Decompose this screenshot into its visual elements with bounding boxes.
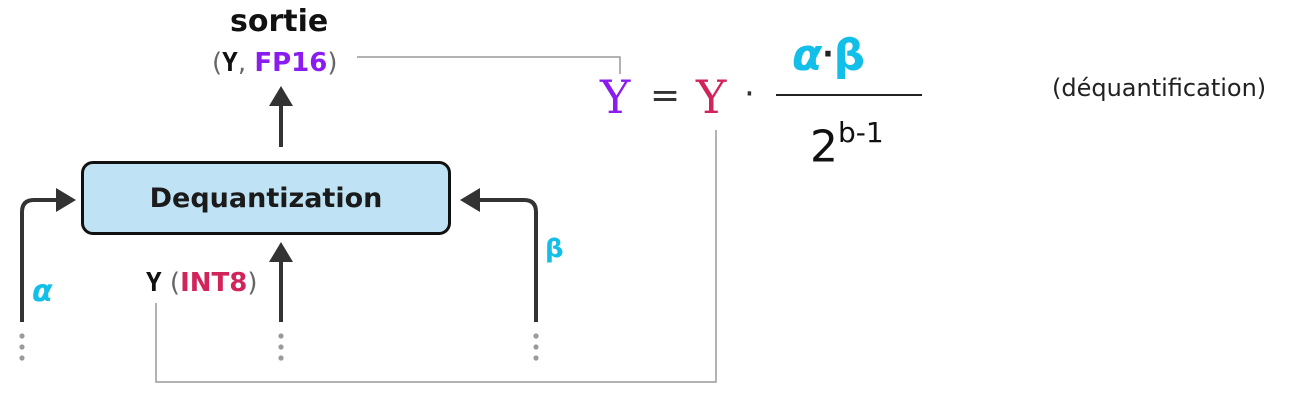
dequantization-block: Dequantization	[81, 161, 451, 235]
formula-rhs-variable: Y	[696, 70, 727, 124]
value-arrowhead	[269, 242, 293, 262]
formula-equals: =	[650, 75, 681, 116]
formula-denominator: 2b-1	[810, 116, 884, 173]
output-separator: ,	[237, 48, 255, 78]
input-type: INT8	[180, 268, 248, 298]
formula-numerator: α·β	[792, 30, 865, 81]
formula-multiply-dot: ·	[744, 74, 755, 114]
denominator-base: 2	[810, 121, 838, 173]
output-to-formula-connector	[357, 56, 621, 74]
input-variable: Y	[146, 268, 162, 298]
input-open-paren: (	[161, 268, 181, 298]
beta-label: β	[545, 234, 564, 264]
output-close-paren: )	[327, 48, 338, 78]
numerator-beta: β	[833, 30, 866, 81]
output-type-label: (Y, FP16)	[212, 48, 338, 78]
output-variable: Y	[222, 48, 238, 78]
output-type: FP16	[254, 48, 328, 78]
input-close-paren: )	[247, 268, 258, 298]
beta-dots	[533, 333, 539, 361]
input-type-label: Y (INT8)	[146, 268, 258, 298]
alpha-arrowhead	[56, 188, 76, 212]
alpha-dots	[19, 333, 25, 361]
denominator-exponent: b-1	[838, 116, 884, 149]
numerator-alpha: α	[792, 30, 823, 81]
output-open-paren: (	[212, 48, 223, 78]
value-dots	[278, 333, 284, 361]
numerator-dot: ·	[822, 37, 834, 72]
input-to-formula-connector	[155, 130, 717, 383]
alpha-label: α	[32, 274, 53, 309]
beta-arrowhead	[460, 188, 480, 212]
dequantization-label: Dequantization	[149, 182, 383, 214]
beta-arrow	[476, 198, 538, 322]
formula-lhs: Y	[600, 70, 631, 124]
dequantification-note: (déquantification)	[1052, 74, 1267, 102]
alpha-arrow	[20, 198, 60, 322]
output-arrowhead	[269, 86, 293, 106]
output-title: sortie	[230, 4, 329, 39]
